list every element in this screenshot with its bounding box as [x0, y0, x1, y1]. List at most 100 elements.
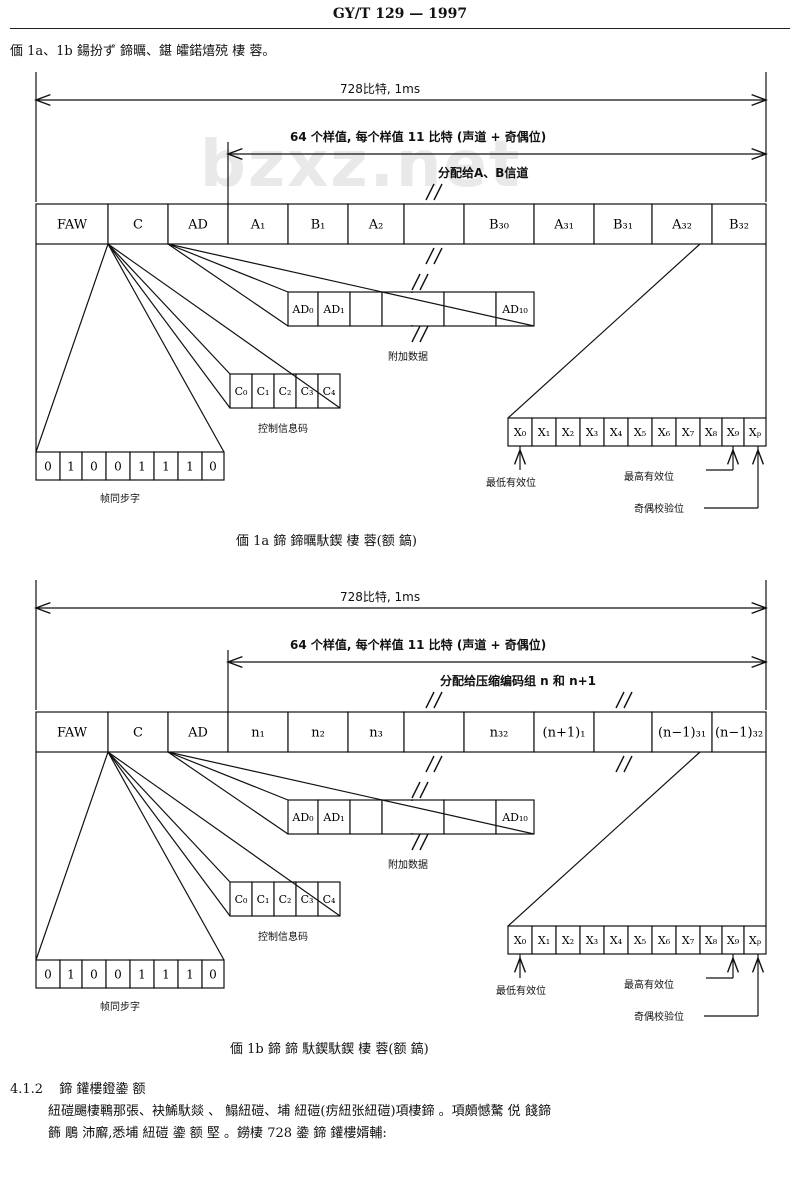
frame-text: (n−1)₃₂ — [715, 726, 763, 741]
faw-cell — [105, 959, 131, 989]
x-text: X₄ — [610, 934, 623, 947]
break-mark — [433, 247, 443, 265]
break-mark — [623, 691, 633, 709]
span-arrow-head — [226, 147, 243, 161]
section-line-1: 紐磑颺棲鶤那張、袂鯑馱燚 、 鰨紐磑、埔 紐磑(疠紐张紐磑)項棲鍗 。項頗憾驁 … — [48, 1104, 551, 1119]
faw-text: 0 — [114, 459, 122, 473]
c-cell — [317, 881, 341, 917]
x-cell — [579, 925, 605, 955]
ad-cell — [287, 291, 319, 327]
break-mark — [623, 755, 633, 773]
break-gap — [610, 713, 636, 751]
x-text: X₅ — [634, 426, 646, 439]
frame-text: (n−1)₃₁ — [658, 726, 706, 741]
x-cell — [627, 925, 653, 955]
section-title: 鍗 鑵樓鐙鍌 额 — [59, 1082, 146, 1097]
c-cell — [317, 373, 341, 409]
c-text: C₂ — [279, 385, 292, 398]
frame-text: B₃₂ — [729, 218, 749, 233]
ad-fan — [167, 243, 289, 293]
span-label: 64 个样值, 每个样值 11 比特 (声道 + 奇偶位) — [290, 638, 547, 652]
intro-text: 偭 1a、1b 鍚扮ず 鍗曞、鍖 皬鍩熺殑 棲 蓉。 — [10, 44, 276, 59]
break-mark — [425, 247, 435, 265]
break-gap — [402, 293, 434, 325]
break-mark — [425, 691, 435, 709]
faw-text: 0 — [44, 459, 52, 473]
faw-label: 帧同步字 — [100, 494, 140, 505]
faw-cell — [153, 451, 179, 481]
break-mark — [615, 755, 625, 773]
c-text: C₄ — [323, 385, 336, 398]
x-cell — [743, 417, 767, 447]
frame-arrow-head — [751, 93, 768, 107]
frame-cell — [533, 203, 595, 245]
faw-text: 0 — [114, 967, 122, 981]
ad-text: AD₁₀ — [501, 303, 528, 316]
frame-cell — [711, 203, 767, 245]
frame-cell — [227, 203, 289, 245]
break-mark — [433, 755, 443, 773]
c-fan — [107, 751, 231, 883]
frame-arrow-head — [751, 601, 768, 615]
c-fan — [107, 243, 231, 375]
c-fan — [107, 243, 231, 409]
ad-cell — [443, 291, 497, 327]
faw-text: 0 — [209, 967, 217, 981]
msb-arrow-head — [726, 448, 740, 465]
parity-label: 奇偶校验位 — [634, 504, 684, 515]
ad-text: AD₀ — [291, 303, 314, 316]
ad-cell — [349, 291, 383, 327]
x-text: X₅ — [634, 934, 646, 947]
c-text: C₂ — [279, 893, 292, 906]
x-cell — [579, 417, 605, 447]
frame-cell — [651, 711, 713, 753]
x-text: X₃ — [586, 426, 598, 439]
x-cell — [675, 925, 701, 955]
c-fan — [107, 751, 231, 917]
ad-fan — [167, 751, 289, 835]
x-text: X₇ — [682, 426, 695, 439]
x-text: X₆ — [658, 426, 671, 439]
x-text: Xₚ — [749, 426, 762, 439]
span-arrow-head — [751, 655, 768, 669]
msb-label: 最高有效位 — [624, 980, 674, 991]
ad-cell — [349, 799, 383, 835]
lsb-arrow-head — [513, 448, 527, 465]
sub-label: 分配给A、B信道 — [438, 166, 529, 180]
frame-cell — [463, 203, 535, 245]
figure-caption: 偭 1a 鍗 鍗曞馱鍥 棲 蓉(额 鎬) — [236, 534, 417, 549]
frame-text: A₂ — [368, 218, 384, 233]
x-text: X₀ — [514, 934, 527, 947]
x-text: X₁ — [538, 934, 550, 947]
frame-cell — [533, 711, 595, 753]
msb-arrow-head — [726, 956, 740, 973]
ad-cell — [317, 799, 351, 835]
frame-text: C — [133, 218, 143, 233]
c-fan — [107, 751, 341, 917]
x-cell — [507, 925, 533, 955]
sub-label: 分配给压缩编码组 n 和 n+1 — [440, 674, 597, 688]
ad-cell — [495, 799, 535, 835]
parity-label: 奇偶校验位 — [634, 1012, 684, 1023]
x-text: Xₚ — [749, 934, 762, 947]
ad-label: 附加数据 — [388, 860, 428, 871]
figure-caption: 偭 1b 鍗 鍗 馱鍥馱鍥 棲 蓉(额 鎬) — [230, 1042, 429, 1057]
faw-text: 1 — [162, 967, 170, 981]
frame-cell — [227, 711, 289, 753]
faw-fan — [35, 243, 109, 453]
faw-label: 帧同步字 — [100, 1002, 140, 1013]
frame-arrow-head — [34, 93, 51, 107]
ad-text: AD₁₀ — [501, 811, 528, 824]
ad-cell — [443, 799, 497, 835]
msb-label: 最高有效位 — [624, 472, 674, 483]
ad-text: AD₀ — [291, 811, 314, 824]
x-cell — [651, 417, 677, 447]
section-number: 4.1.2 — [10, 1082, 44, 1097]
faw-text: 1 — [67, 459, 75, 473]
faw-fan — [107, 751, 225, 961]
x-text: X₉ — [727, 934, 740, 947]
lsb-label: 最低有效位 — [486, 478, 536, 489]
x-text: X₇ — [682, 934, 695, 947]
break-mark — [433, 691, 443, 709]
